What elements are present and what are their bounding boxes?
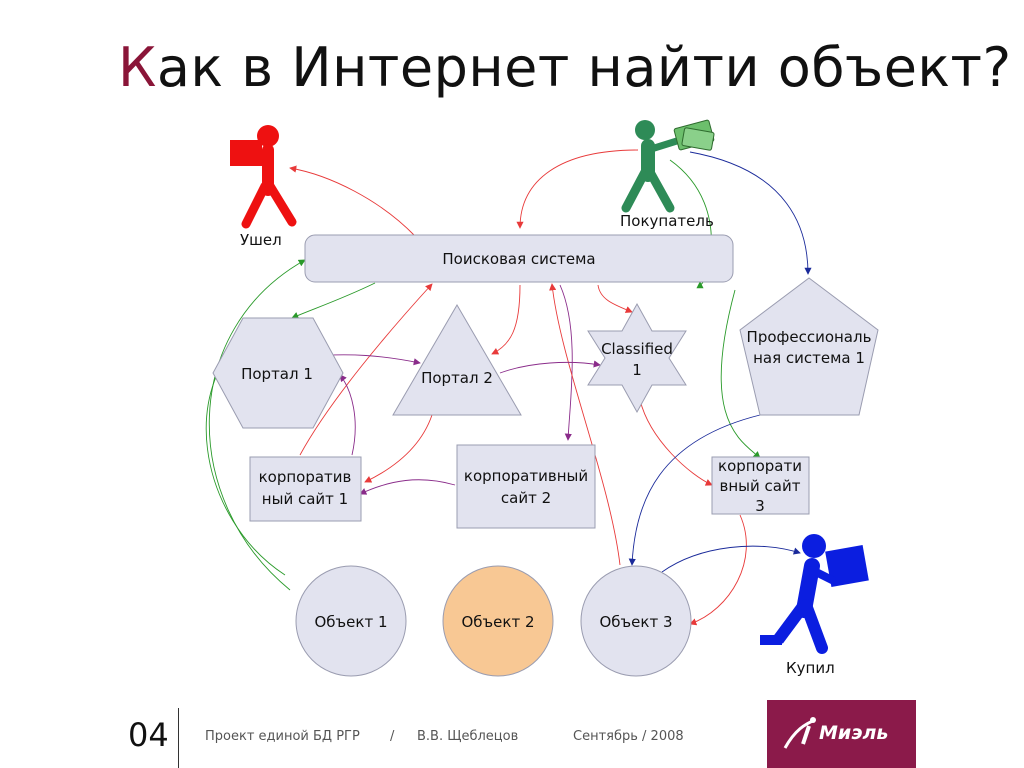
object-2-node <box>442 565 554 677</box>
search-engine-node <box>304 234 734 283</box>
page-number: 04 <box>128 716 169 754</box>
portal-2-label: Портал 2 <box>421 369 493 387</box>
connector <box>299 283 433 456</box>
bought-user-label: Купил <box>786 659 835 677</box>
connector <box>689 514 747 626</box>
footer-date: Сентябрь / 2008 <box>573 729 684 744</box>
classified-label-2: 1 <box>632 361 642 379</box>
footer-divider <box>178 708 179 768</box>
connector <box>549 283 621 566</box>
connector <box>689 151 812 275</box>
portal-1-label: Портал 1 <box>241 365 313 383</box>
professional-label-1: Профессиональ <box>747 328 872 346</box>
corporate-site-1-node <box>249 456 362 522</box>
buyer-label: Покупатель <box>620 212 714 230</box>
bought-user-icon <box>760 534 869 654</box>
search-engine-label: Поисковая система <box>442 250 595 268</box>
title-first-letter: К <box>118 36 157 99</box>
connector <box>516 149 639 229</box>
logo-mark-icon <box>783 717 816 749</box>
connectors <box>205 149 812 626</box>
connector <box>720 289 761 459</box>
corp-2-label-2: сайт 2 <box>501 489 551 507</box>
connector <box>289 165 416 237</box>
connector <box>628 414 761 566</box>
corporate-site-3-node <box>711 456 810 515</box>
corporate-site-2-node <box>456 444 596 529</box>
connector <box>491 284 521 355</box>
left-user-icon <box>230 125 297 229</box>
footer-author: В.В. Щеблецов <box>417 729 519 744</box>
object-3-node <box>580 565 692 677</box>
corp-3-label-1: корпорати <box>718 457 802 475</box>
left-user-label: Ушел <box>240 231 282 249</box>
object-1-node <box>295 565 407 677</box>
logo-text: Миэль <box>819 722 889 744</box>
connector <box>339 374 356 456</box>
connector <box>597 284 633 313</box>
connector <box>359 479 456 495</box>
classified-label-1: Classified <box>601 340 673 358</box>
company-logo: Миэль <box>767 700 916 768</box>
portal-1-node <box>212 317 344 429</box>
corp-3-label-2: вный сайт <box>720 477 801 495</box>
connector <box>639 399 713 486</box>
page-title: Как в Интернет найти объект? <box>118 36 1012 99</box>
diagram-canvas: Поисковая система Портал 1 Портал 2 Clas… <box>205 119 879 677</box>
connector <box>661 545 801 573</box>
title-rest: ак в Интернет найти объект? <box>156 36 1012 99</box>
professional-label-2: ная система 1 <box>753 349 865 367</box>
connector <box>559 284 573 441</box>
connector <box>364 414 433 483</box>
buyer-icon <box>621 119 715 213</box>
connector <box>499 360 601 374</box>
portal-2-node <box>392 304 522 416</box>
object-1-label: Объект 1 <box>315 613 388 631</box>
connector <box>291 282 376 319</box>
footer-project: Проект единой БД РГР <box>205 729 360 744</box>
object-3-label: Объект 3 <box>600 613 673 631</box>
object-2-label: Объект 2 <box>462 613 535 631</box>
connector <box>208 259 306 591</box>
corp-2-label-1: корпоративный <box>464 467 588 485</box>
corp-1-label-2: ный сайт 1 <box>262 490 348 508</box>
footer-separator: / <box>390 729 395 744</box>
classified-node <box>587 302 687 414</box>
corp-1-label-1: корпоратив <box>259 468 352 486</box>
professional-system-node <box>739 277 879 416</box>
corp-3-label-3: 3 <box>755 497 765 515</box>
